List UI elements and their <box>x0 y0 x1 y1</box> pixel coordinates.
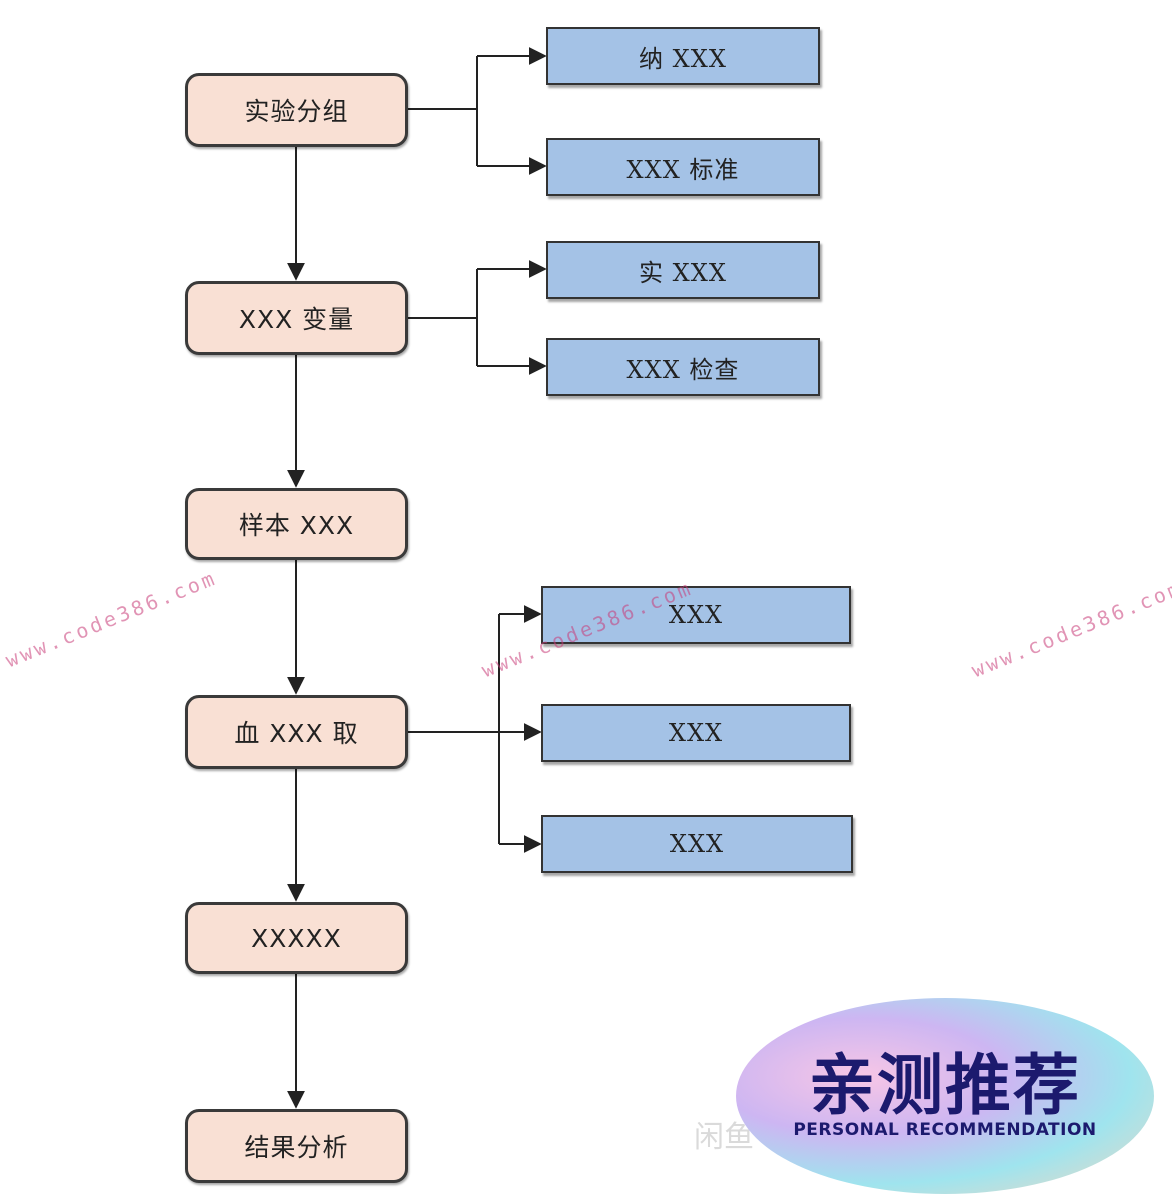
branch-node: XXX <box>541 586 851 644</box>
branch-node: XXX 检查 <box>546 338 820 396</box>
branch-node: XXX 标准 <box>546 138 820 196</box>
step-node: 血 XXX 取 <box>185 695 408 769</box>
faint-watermark: 闲鱼 <box>694 1120 754 1155</box>
branch-node: 实 XXX <box>546 241 820 299</box>
badge-title: 亲测推荐 <box>809 1047 1081 1124</box>
step-node: 样本 XXX <box>185 488 408 560</box>
step-node: 结果分析 <box>185 1109 408 1183</box>
recommendation-badge: 亲测推荐 PERSONAL RECOMMENDATION <box>736 998 1154 1194</box>
step-node: XXXXX <box>185 902 408 974</box>
branch-node: XXX <box>541 704 851 762</box>
badge-subtitle: PERSONAL RECOMMENDATION <box>793 1120 1097 1140</box>
step-node: 实验分组 <box>185 73 408 147</box>
branch-node: XXX <box>541 815 853 873</box>
branch-node: 纳 XXX <box>546 27 820 85</box>
step-node: XXX 变量 <box>185 281 408 355</box>
